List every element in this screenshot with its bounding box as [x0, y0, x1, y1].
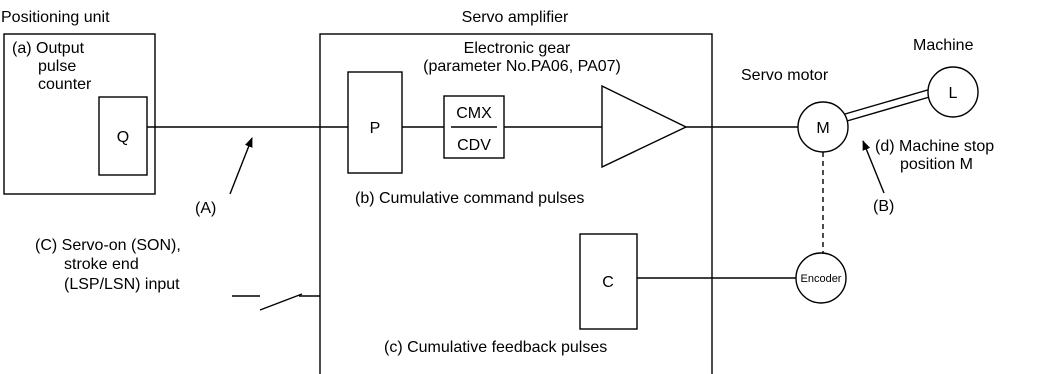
machine-circle [927, 66, 979, 118]
shaft-line-upper [844, 88, 932, 115]
cmx-label: CMX [456, 105, 492, 122]
p-box [347, 71, 403, 174]
electronic-gear-parameter-label: (parameter No.PA06, PA07) [423, 58, 621, 75]
servo-on-label-line2: stroke end [64, 256, 139, 273]
shaft-line-lower [846, 95, 934, 122]
output-pulse-counter-label-line3: counter [38, 76, 92, 93]
servo-on-label-line3: (LSP/LSN) input [64, 276, 180, 293]
encoder-circle [795, 252, 847, 304]
electronic-gear-label: Electronic gear [464, 40, 571, 57]
a-arrow [229, 137, 253, 195]
positioning-unit-title: Positioning unit [1, 9, 110, 26]
cumulative-feedback-pulses-label: (c) Cumulative feedback pulses [384, 339, 607, 356]
machine-stop-label-line2: position M [900, 156, 973, 173]
cdv-label: CDV [457, 137, 491, 154]
output-pulse-counter-label-line2: pulse [38, 58, 76, 75]
machine-l-label: L [949, 85, 958, 102]
servo-motor-title: Servo motor [741, 67, 829, 84]
b-arrow [862, 140, 885, 194]
output-pulse-counter-label-line1: (a) Output [12, 40, 85, 57]
a-label: (A) [195, 200, 216, 217]
cumulative-command-pulses-label: (b) Cumulative command pulses [355, 190, 584, 207]
switch-contact [259, 293, 303, 311]
encoder-label: Encoder [801, 273, 842, 285]
amplifier-triangle [601, 84, 688, 169]
q-box [98, 96, 148, 176]
motor-m-label: M [816, 120, 829, 137]
c-box [579, 233, 638, 330]
c-label: C [602, 274, 614, 291]
q-label: Q [117, 129, 129, 146]
b-label: (B) [873, 198, 894, 215]
p-label: P [370, 120, 381, 137]
machine-stop-label-line1: (d) Machine stop [875, 138, 994, 155]
machine-title: Machine [913, 37, 974, 54]
servo-on-label-line1: (C) Servo-on (SON), [35, 237, 181, 254]
servo-amplifier-title: Servo amplifier [462, 9, 569, 26]
